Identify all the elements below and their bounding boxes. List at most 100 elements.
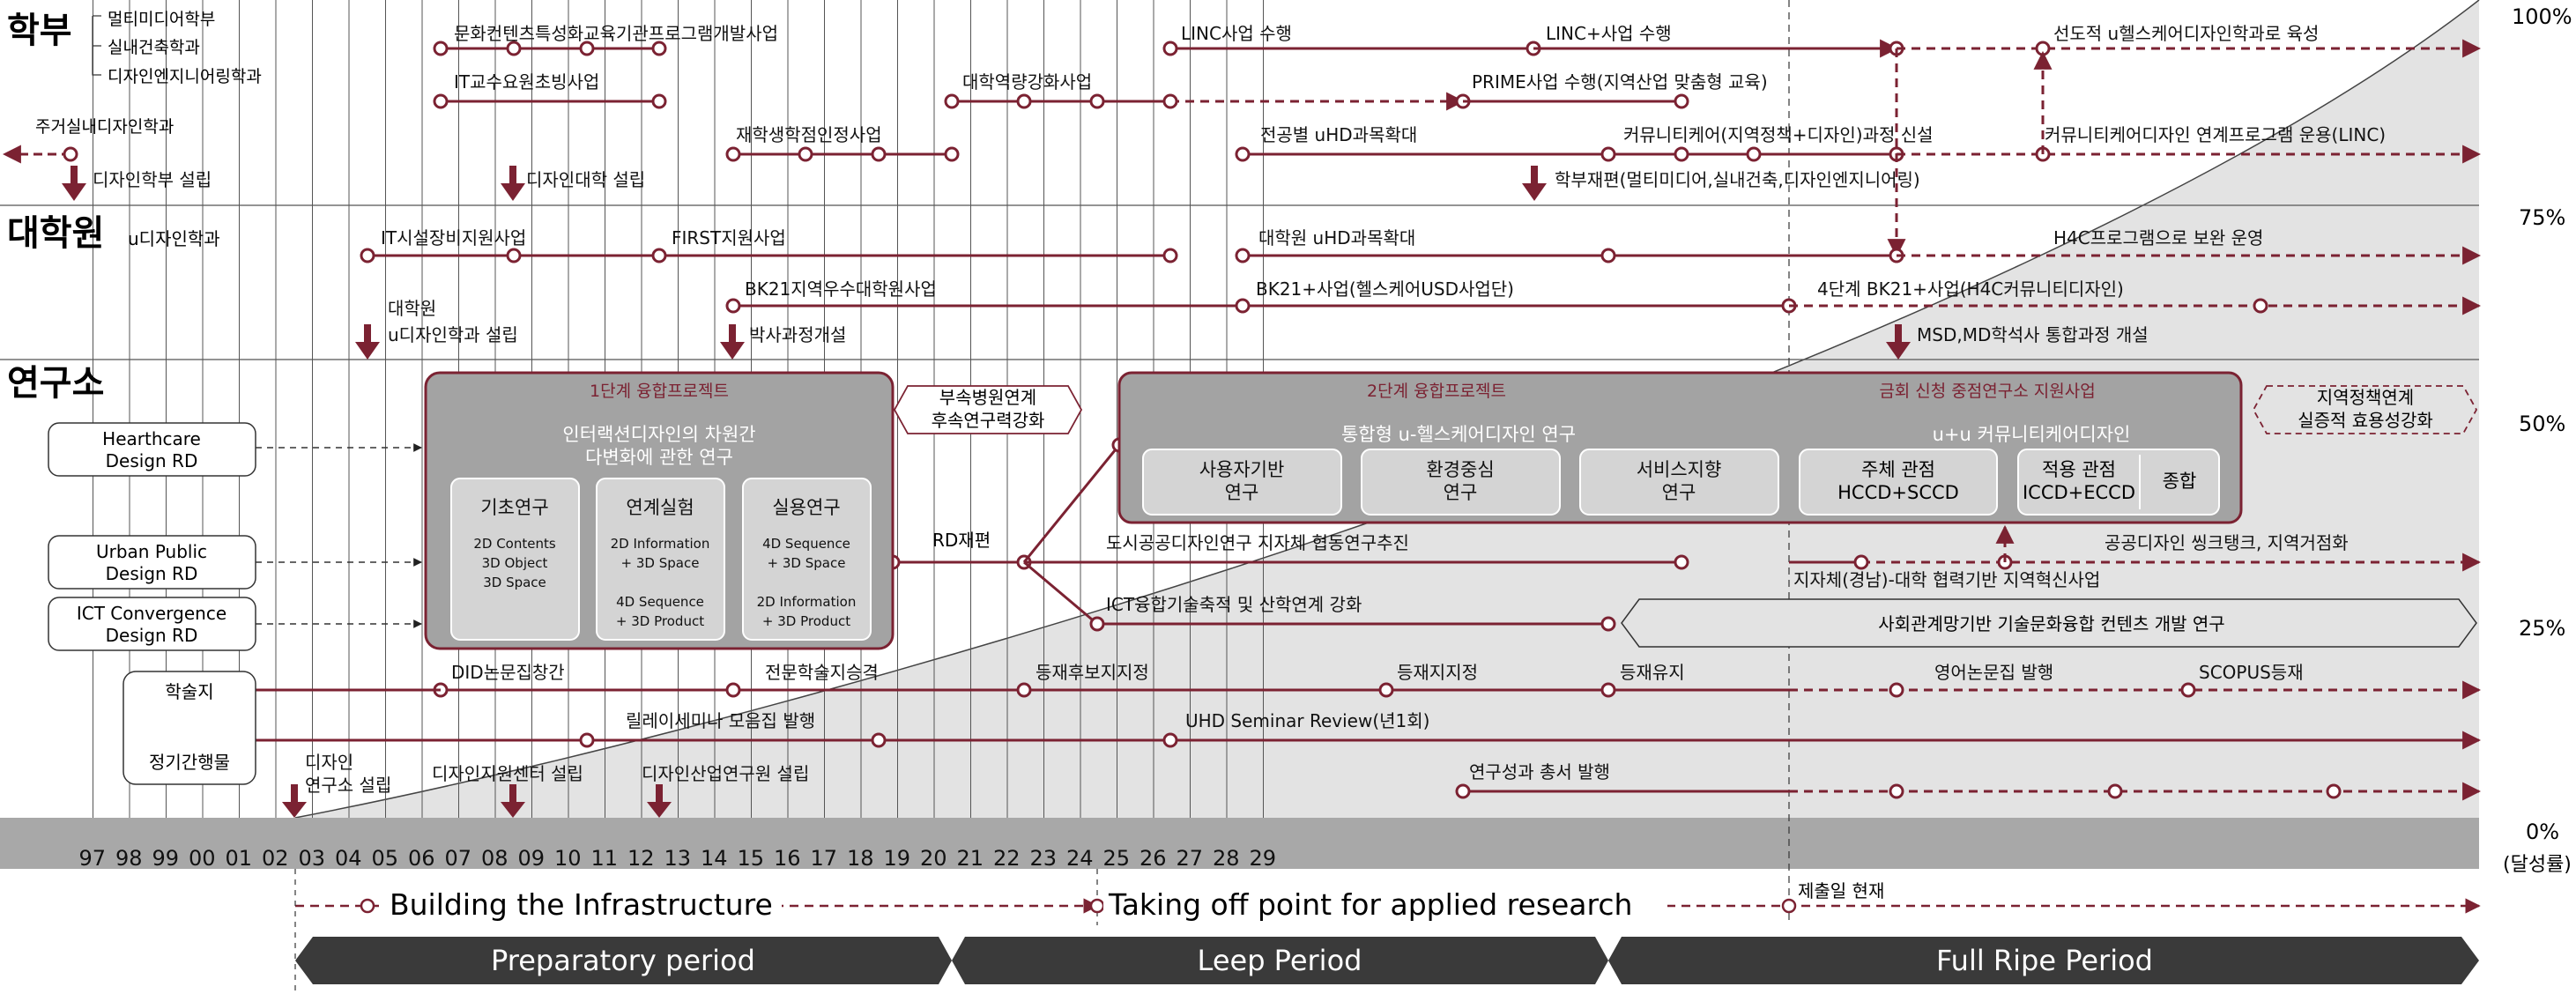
year-label-27: 27 bbox=[1176, 846, 1203, 871]
ug-community-care: 커뮤니티케어(지역정책+디자인)과정 신설 bbox=[1623, 124, 1934, 145]
ug-linc-plus: LINC+사업 수행 bbox=[1546, 23, 1672, 44]
arrow-grad-founded bbox=[355, 324, 380, 360]
year-label-12: 12 bbox=[627, 846, 655, 871]
gr-bk21: BK21지역우수대학원사업 bbox=[745, 278, 937, 300]
stage1-subtitle-2: 다변화에 관한 연구 bbox=[585, 447, 733, 468]
row-it-equip-node-0 bbox=[360, 248, 375, 263]
stage3-synthesis: 종합 bbox=[2163, 471, 2197, 492]
year-label-97: 97 bbox=[78, 846, 106, 871]
year-label-29: 29 bbox=[1249, 846, 1276, 871]
ict-rd-1: ICT Convergence bbox=[77, 603, 226, 624]
stage2-subbox-line-1-1: 연구 bbox=[1444, 482, 1478, 503]
year-label-10: 10 bbox=[554, 846, 582, 871]
row-journal-node-4 bbox=[1600, 682, 1616, 698]
arrow-design-college bbox=[501, 166, 525, 201]
row-books-node-1 bbox=[1889, 783, 1904, 799]
arrow-restructure bbox=[1522, 166, 1547, 201]
stage3-title: 금회 신청 중점연구소 지원사업 bbox=[1879, 382, 2095, 401]
row-it-equip-node-3 bbox=[1162, 248, 1178, 263]
stage1-subbox-line-2-1: + 3D Space bbox=[768, 555, 846, 571]
row-capacity-node-0 bbox=[944, 93, 960, 109]
stage1-subbox-1 bbox=[596, 478, 725, 641]
row-culture-node-2 bbox=[579, 41, 595, 56]
gr-phd: 박사과정개설 bbox=[749, 324, 846, 345]
year-label-02: 02 bbox=[262, 846, 289, 871]
found-institute-2: 연구소 설립 bbox=[305, 775, 391, 796]
year-label-19: 19 bbox=[883, 846, 910, 871]
stage3-subject-1: 주체 관점 bbox=[1861, 459, 1935, 480]
jr-candidate: 등재후보지지정 bbox=[1036, 662, 1149, 683]
ug-design-dept-founded: 디자인학부 설립 bbox=[93, 169, 212, 190]
year-label-05: 05 bbox=[371, 846, 398, 871]
row-localgov-node-0 bbox=[1853, 554, 1869, 570]
social-net-hex bbox=[1621, 598, 2477, 648]
found-institute-1: 디자인 bbox=[305, 752, 353, 773]
pct-100: 100% bbox=[2512, 4, 2572, 29]
stage2-title: 2단계 융합프로젝트 bbox=[1367, 382, 1506, 401]
row-ict-node-1 bbox=[1600, 616, 1616, 632]
box-journal bbox=[122, 671, 256, 785]
hospital-link-1: 부속병원연계 bbox=[939, 387, 1036, 408]
phase-fullripe-band bbox=[1608, 937, 2479, 984]
phase-node-3 bbox=[1781, 898, 1797, 914]
row-urban-end bbox=[1674, 554, 1689, 570]
stage3-subtitle: u+u 커뮤니티케어디자인 bbox=[1933, 424, 2131, 445]
year-label-11: 11 bbox=[590, 846, 618, 871]
hospital-link-2: 후속연구력강화 bbox=[932, 410, 1045, 431]
year-label-14: 14 bbox=[701, 846, 728, 871]
year-label-01: 01 bbox=[225, 846, 252, 871]
row-journal-node-2 bbox=[1016, 682, 1032, 698]
healthcare-rd-2: Design RD bbox=[106, 450, 198, 471]
phase-node-1 bbox=[360, 898, 375, 914]
stage2-subbox-1 bbox=[1361, 449, 1561, 516]
ug-community-care-link: 커뮤니티케어디자인 연계프로그램 운용(LINC) bbox=[2045, 124, 2386, 145]
year-label-24: 24 bbox=[1066, 846, 1094, 871]
row-enrollment-node-3 bbox=[944, 146, 960, 162]
gr-h4c: H4C프로그램으로 보완 운영 bbox=[2053, 227, 2263, 248]
year-label-13: 13 bbox=[664, 846, 691, 871]
year-label-25: 25 bbox=[1102, 846, 1130, 871]
jr-scopus: SCOPUS등재 bbox=[2199, 662, 2304, 683]
year-label-18: 18 bbox=[847, 846, 874, 871]
ug-enrollment: 재학생학점인정사업 bbox=[736, 124, 882, 145]
label-periodical: 정기간행물 bbox=[149, 752, 230, 773]
stage1-subbox-line-0-0: 2D Contents bbox=[473, 536, 556, 552]
row-journal-end-node-0 bbox=[1889, 682, 1904, 698]
arrow-industry bbox=[647, 784, 672, 818]
stage2-subbox-0 bbox=[1142, 449, 1342, 516]
phase-building: Building the Infrastructure bbox=[390, 887, 773, 922]
stage1-subbox-line-1-3: 4D Sequence bbox=[616, 594, 704, 610]
row-bk21-node-1 bbox=[1235, 298, 1251, 314]
urban-rd-2: Design RD bbox=[106, 563, 198, 584]
pct-25: 25% bbox=[2519, 616, 2565, 641]
jr-relay: 릴레이세미나 모음집 발행 bbox=[626, 710, 815, 731]
row-community-node-2 bbox=[1674, 146, 1689, 162]
row-linc-node-0 bbox=[1162, 41, 1178, 56]
inst-local-gov: 지자체(경남)-대학 협력기반 지역혁신사업 bbox=[1793, 569, 2100, 590]
jr-research-books: 연구성과 총서 발행 bbox=[1469, 761, 1610, 783]
phase-takeoff: Taking off point for applied research bbox=[1108, 887, 1632, 922]
ug-culture-program: 문화컨텐츠특성화교육기관프로그램개발사업 bbox=[454, 23, 778, 44]
year-label-99: 99 bbox=[152, 846, 179, 871]
policy-link-hex bbox=[2252, 385, 2478, 434]
arrow-institute bbox=[282, 784, 307, 818]
jr-maintain: 등재유지 bbox=[1620, 662, 1685, 683]
ug-it-professor: IT교수요원초빙사업 bbox=[454, 71, 599, 93]
section-institute: 연구소 bbox=[7, 363, 104, 404]
pct-caption: (달성률) bbox=[2503, 854, 2572, 876]
found-industry: 디자인산업연구원 설립 bbox=[642, 763, 809, 784]
stage1-subbox-2 bbox=[742, 478, 872, 641]
ug-restructure: 학부재편(멀티미디어,실내건축,디자인엔지니어링) bbox=[1555, 169, 1920, 190]
jr-registered: 등재지지정 bbox=[1397, 662, 1478, 683]
year-label-21: 21 bbox=[956, 846, 984, 871]
healthcare-rd-1: Hearthcare bbox=[102, 428, 201, 449]
found-center: 디자인지원센터 설립 bbox=[432, 763, 583, 784]
year-label-98: 98 bbox=[115, 846, 143, 871]
phase-leep: Leep Period bbox=[1198, 944, 1362, 977]
year-label-22: 22 bbox=[993, 846, 1021, 871]
row-it-prof-node-0 bbox=[433, 93, 449, 109]
row-culture-node-1 bbox=[506, 41, 522, 56]
